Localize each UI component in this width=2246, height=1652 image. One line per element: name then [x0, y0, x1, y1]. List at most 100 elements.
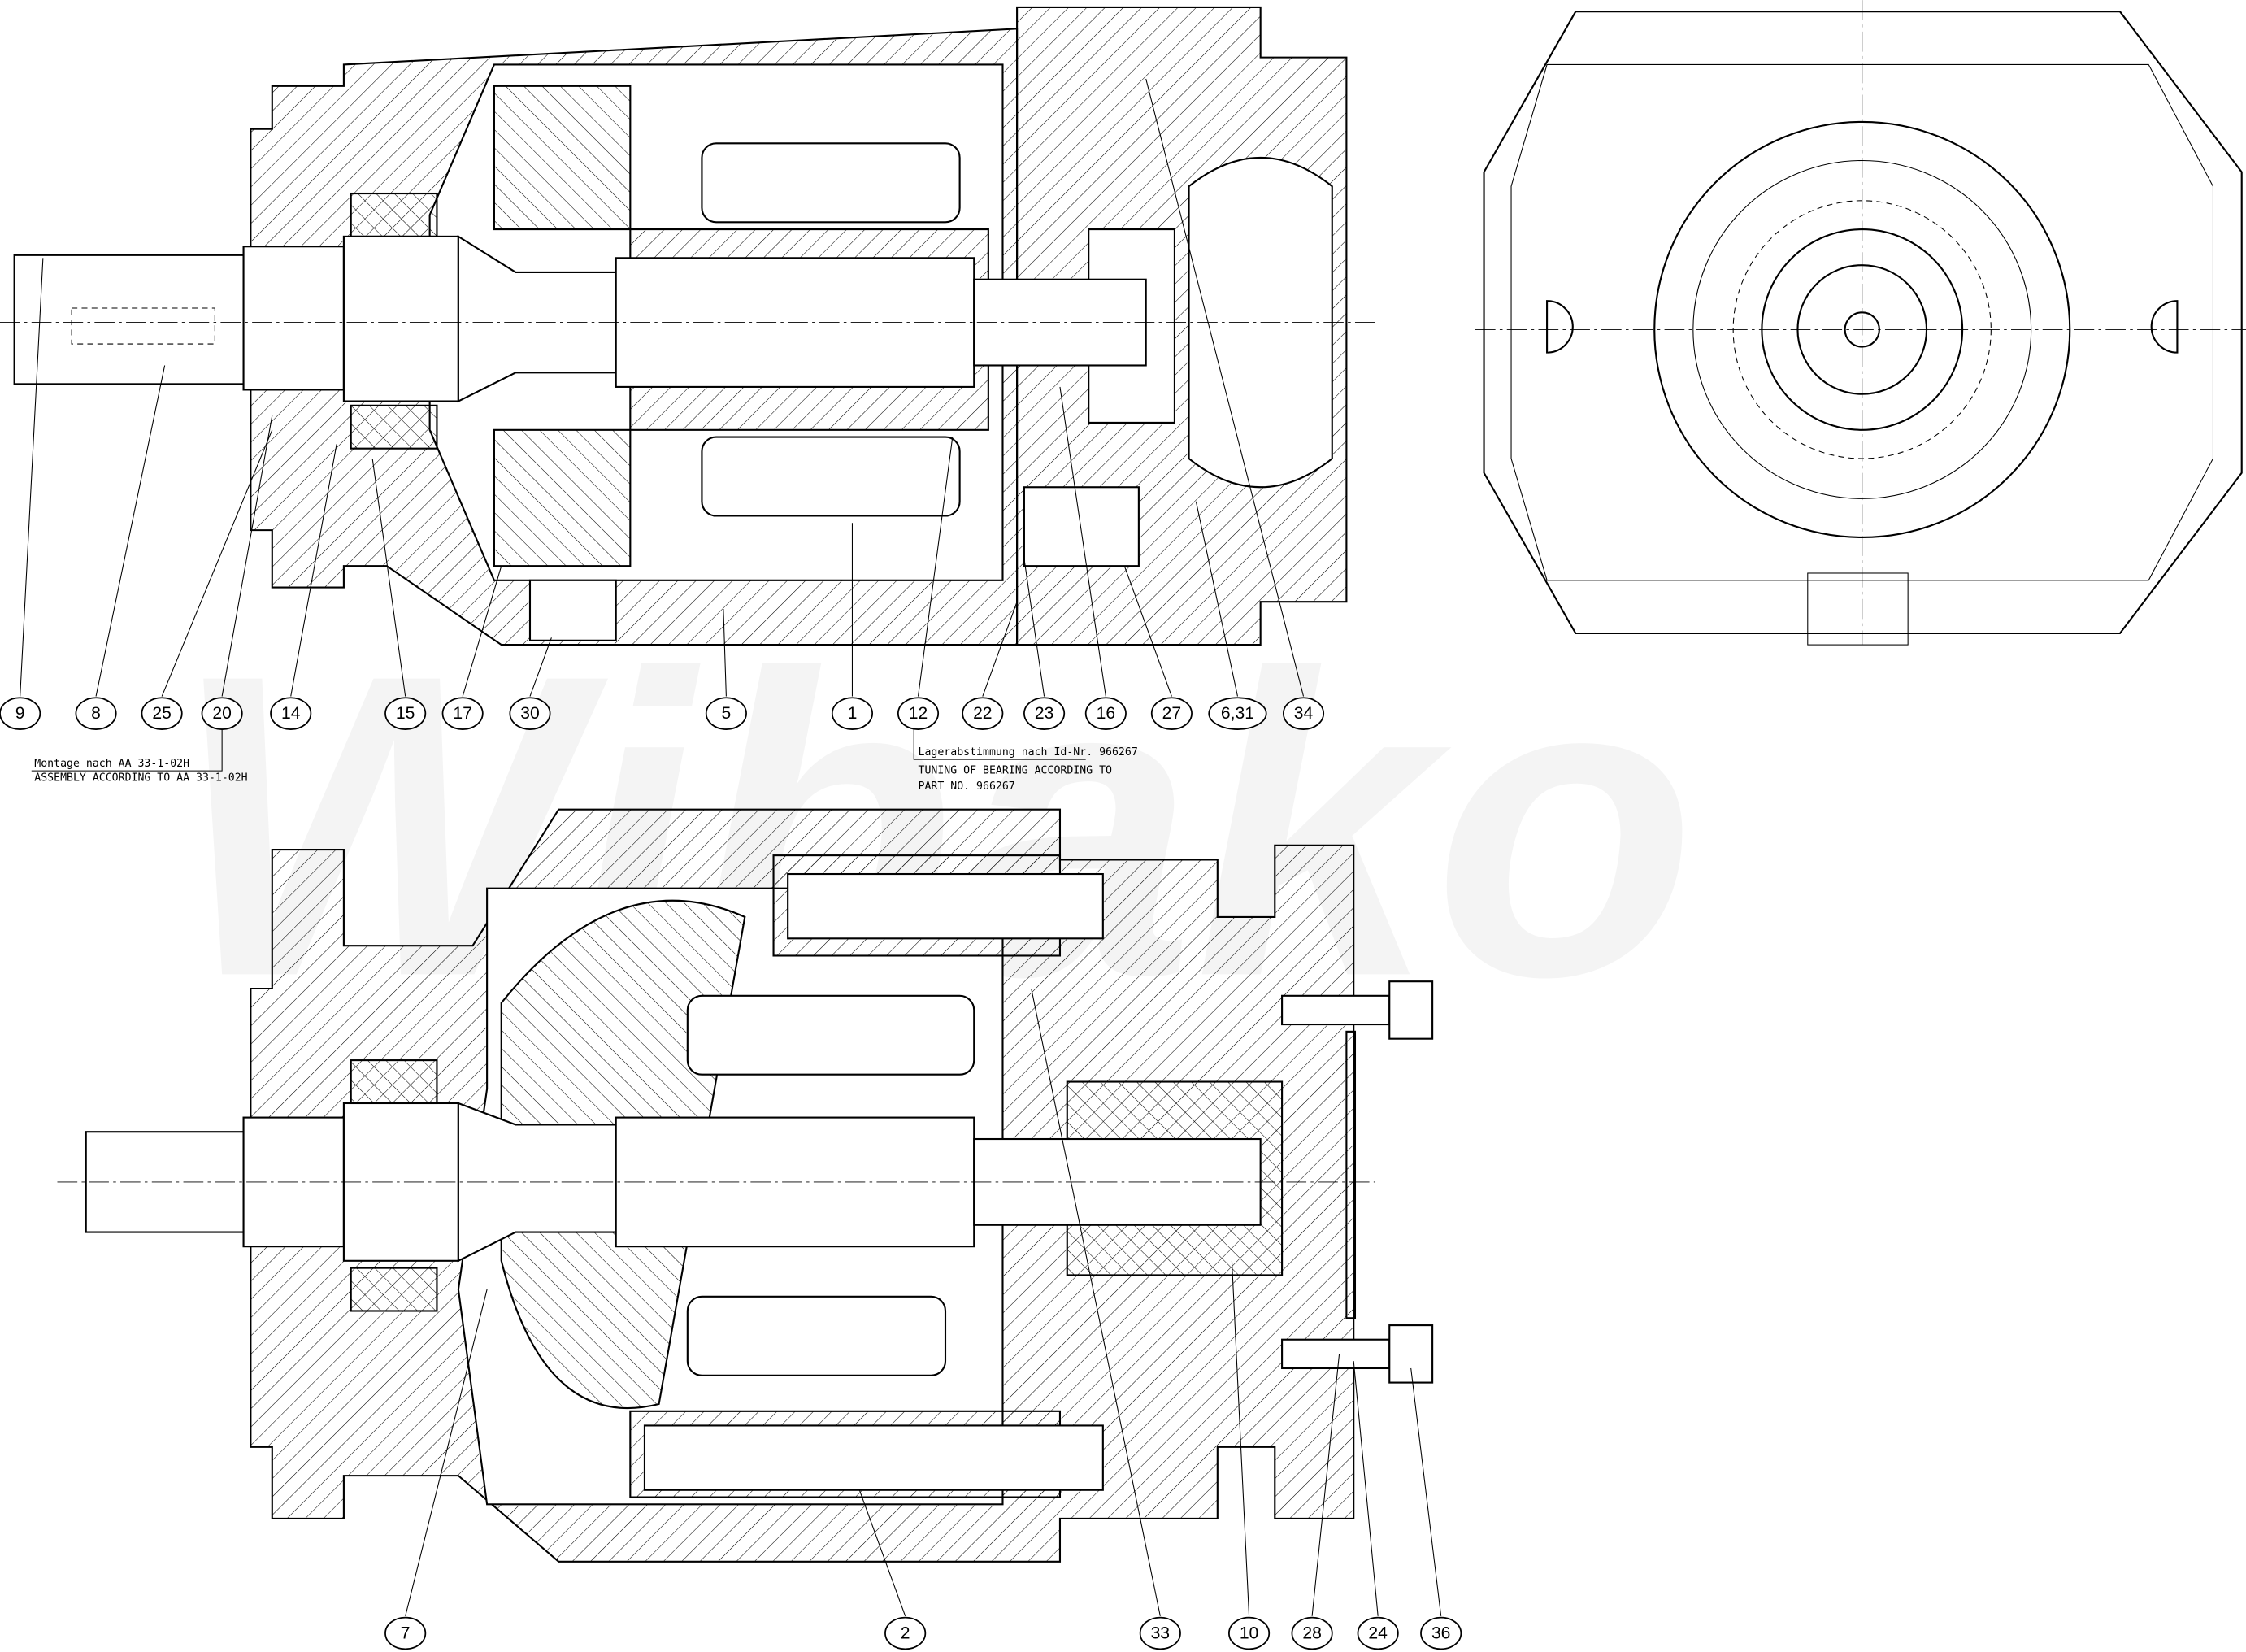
part-number: 24 — [1368, 1624, 1388, 1642]
part-balloon-top-9: 1 — [831, 523, 874, 730]
balloon-circle — [1139, 1616, 1181, 1650]
part-number: 28 — [1302, 1624, 1322, 1642]
balloon-circle — [509, 697, 551, 730]
leader-line — [982, 602, 1018, 697]
part-balloon-top-4: 14 — [270, 444, 337, 730]
balloon-circle — [0, 697, 41, 730]
bearing-note-de: Lagerabstimmung nach Id-Nr. 966267 — [919, 746, 1138, 759]
balloon-circle — [1420, 1616, 1462, 1650]
part-balloon-bottom-6: 36 — [1410, 1367, 1462, 1650]
leader-line — [723, 609, 727, 697]
top-section-view — [0, 6, 1375, 646]
bearing-note: Lagerabstimmung nach Id-Nr. 966267 TUNIN… — [913, 724, 1138, 793]
part-balloon-top-15: 6,31 — [1195, 501, 1267, 730]
leader-line — [95, 365, 166, 697]
balloon-circle — [897, 697, 940, 730]
part-number: 23 — [1035, 704, 1054, 723]
part-balloon-bottom-5: 24 — [1353, 1361, 1399, 1650]
part-number: 6,31 — [1221, 704, 1254, 723]
leader-line — [1031, 988, 1161, 1616]
part-balloon-top-6: 17 — [441, 566, 502, 730]
part-number: 8 — [91, 704, 101, 723]
part-number: 14 — [281, 704, 301, 723]
part-balloon-top-12: 23 — [1023, 559, 1066, 730]
leader-line — [1023, 559, 1045, 697]
bearing-note-en-2: PART NO. 966267 — [919, 780, 1015, 793]
end-view — [1475, 0, 2246, 646]
balloon-circle — [1150, 697, 1193, 730]
leader-line — [917, 437, 954, 697]
balloon-circle — [1228, 1616, 1271, 1650]
leader-line — [858, 1489, 906, 1616]
part-number: 7 — [401, 1624, 411, 1642]
part-balloon-bottom-3: 10 — [1228, 1260, 1271, 1650]
part-number: 16 — [1097, 704, 1116, 723]
leader-line — [20, 258, 44, 697]
part-balloon-top-13: 16 — [1059, 386, 1127, 730]
balloon-circle — [1291, 1616, 1333, 1650]
bottom-section-view — [57, 808, 1434, 1563]
part-number: 15 — [396, 704, 415, 723]
leader-line — [529, 637, 552, 697]
part-number: 17 — [453, 704, 472, 723]
leader-line — [1311, 1354, 1340, 1616]
balloon-circle — [1023, 697, 1066, 730]
leader-line — [462, 566, 502, 697]
part-balloon-top-10: 12 — [897, 437, 954, 730]
part-balloon-top-5: 15 — [371, 458, 427, 730]
part-balloon-bottom-0: 7 — [384, 1289, 488, 1650]
leader-line — [371, 458, 406, 697]
balloon-circle — [441, 697, 484, 730]
part-balloon-top-0: 9 — [0, 258, 44, 730]
balloon-circle — [705, 697, 747, 730]
balloon-circle — [1084, 697, 1127, 730]
leader-line — [405, 1289, 488, 1616]
part-number: 12 — [909, 704, 928, 723]
part-balloon-bottom-1: 2 — [858, 1489, 927, 1650]
assembly-note-en: ASSEMBLY ACCORDING TO AA 33-1-02H — [34, 772, 247, 784]
balloon-circle — [75, 697, 117, 730]
balloon-circle — [884, 1616, 927, 1650]
leader-line — [1123, 565, 1172, 697]
balloon-circle — [201, 697, 243, 730]
balloon-circle — [141, 697, 183, 730]
leader-line — [161, 429, 273, 697]
part-number: 5 — [722, 704, 732, 723]
part-number: 27 — [1162, 704, 1182, 723]
part-number: 33 — [1151, 1624, 1171, 1642]
part-balloon-top-2: 25 — [141, 429, 273, 730]
balloon-circle — [831, 697, 874, 730]
part-number: 22 — [973, 704, 993, 723]
part-number: 36 — [1431, 1624, 1451, 1642]
leader-line — [1353, 1361, 1379, 1616]
part-number: 1 — [848, 704, 858, 723]
balloon-circle — [270, 697, 312, 730]
leader-line — [1059, 386, 1106, 697]
part-balloon-top-11: 22 — [962, 602, 1018, 730]
balloon-circle — [1282, 697, 1325, 730]
balloon-circle — [962, 697, 1004, 730]
leader-line — [1231, 1260, 1250, 1616]
part-number: 25 — [152, 704, 172, 723]
assembly-note-de: Montage nach AA 33-1-02H — [34, 758, 189, 770]
balloon-circle — [1208, 697, 1267, 730]
leader-line — [1410, 1367, 1442, 1616]
leader-line — [1195, 501, 1238, 697]
part-balloon-top-7: 30 — [509, 637, 552, 730]
part-number: 34 — [1294, 704, 1314, 723]
leader-line — [290, 444, 337, 697]
part-number: 9 — [15, 704, 25, 723]
part-number: 10 — [1240, 1624, 1259, 1642]
leader-line — [221, 415, 273, 697]
balloon-circle — [384, 1616, 427, 1650]
part-balloon-top-16: 34 — [1145, 78, 1325, 730]
part-balloon-bottom-4: 28 — [1291, 1354, 1340, 1650]
balloon-circle — [1357, 1616, 1399, 1650]
part-balloon-top-8: 5 — [705, 609, 747, 730]
part-number: 30 — [520, 704, 540, 723]
part-balloon-top-14: 27 — [1123, 565, 1193, 730]
assembly-note: Montage nach AA 33-1-02H ASSEMBLY ACCORD… — [31, 724, 248, 784]
